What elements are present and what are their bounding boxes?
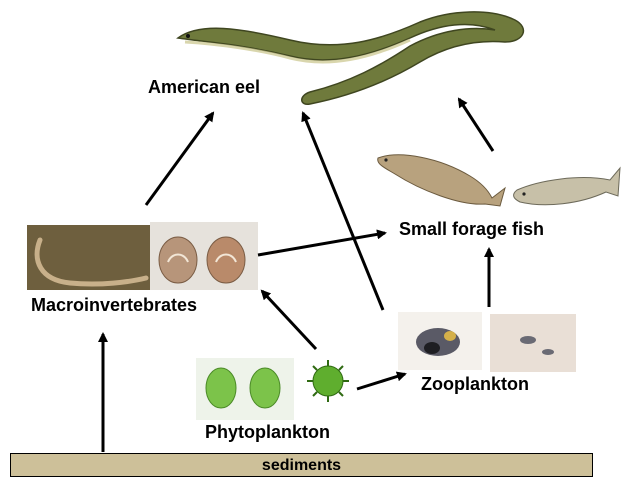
arrow-macro-to-forage xyxy=(258,233,385,255)
arrow-zoo-to-eel xyxy=(303,113,383,310)
label-sediments: sediments xyxy=(11,458,592,474)
label-phytoplankton: Phytoplankton xyxy=(205,423,330,441)
arrow-forage-to-eel xyxy=(459,99,493,151)
label-zooplankton: Zooplankton xyxy=(421,375,529,393)
label-macroinvertebrates: Macroinvertebrates xyxy=(31,296,197,314)
arrow-phyto-to-macro xyxy=(262,291,316,349)
arrow-macro-to-eel xyxy=(146,113,213,205)
sediments-bar: sediments xyxy=(10,453,593,477)
label-small-forage-fish: Small forage fish xyxy=(399,220,544,238)
arrow-phyto-to-zoo xyxy=(357,374,405,389)
label-american-eel: American eel xyxy=(148,78,260,96)
